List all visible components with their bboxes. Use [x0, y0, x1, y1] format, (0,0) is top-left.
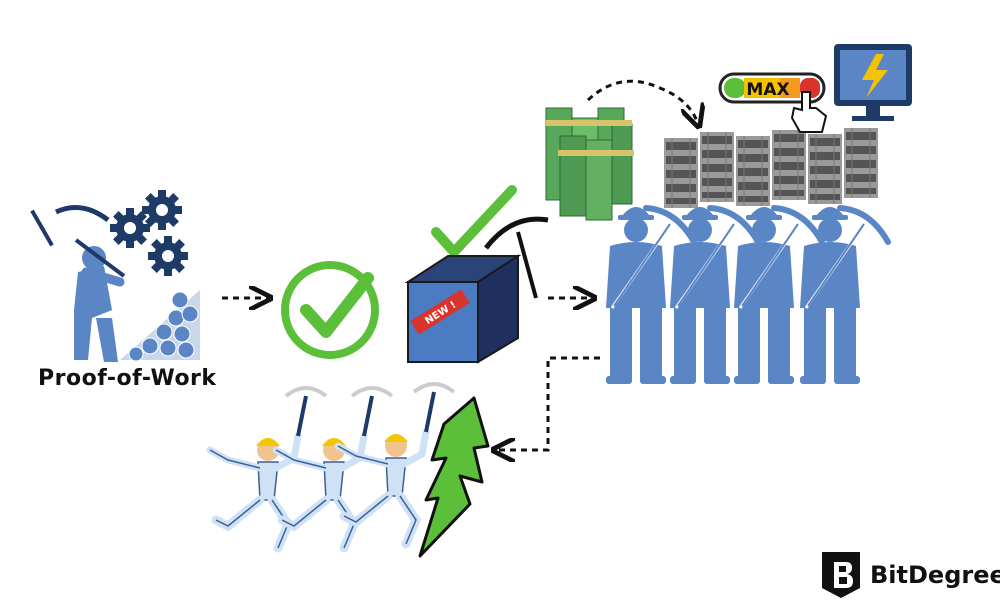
- monitor-lightning-icon: [834, 44, 912, 121]
- brand-name: BitDegree: [870, 561, 1000, 589]
- proof-of-work-title: Proof-of-Work: [38, 366, 217, 391]
- growth-arrow-icon: [418, 396, 490, 558]
- meter-label: MAX: [746, 80, 789, 100]
- power-meter-icon: MAX: [718, 72, 826, 104]
- bitcoin-coin-icon: [120, 290, 200, 362]
- cash-stack-icon: [545, 107, 634, 221]
- checkmark-icon: [281, 261, 379, 359]
- arrow-workers-to-runners: [496, 356, 600, 450]
- miner-pickaxe-icon: [30, 205, 126, 362]
- running-miner-icon: [210, 384, 454, 548]
- worker-icon: [606, 207, 888, 384]
- mining-rig-icon: [663, 127, 879, 209]
- gear-icon: [110, 190, 188, 276]
- small-checkmark-icon: [431, 185, 517, 257]
- new-block-icon: NEW !: [404, 254, 522, 364]
- arrow-cash-to-rigs: [586, 79, 698, 124]
- bitdegree-brand: BitDegree: [862, 553, 1000, 597]
- pointer-hand-icon: [790, 91, 828, 133]
- pickaxe-icon: [484, 216, 549, 299]
- bitdegree-logo-icon: [822, 552, 860, 598]
